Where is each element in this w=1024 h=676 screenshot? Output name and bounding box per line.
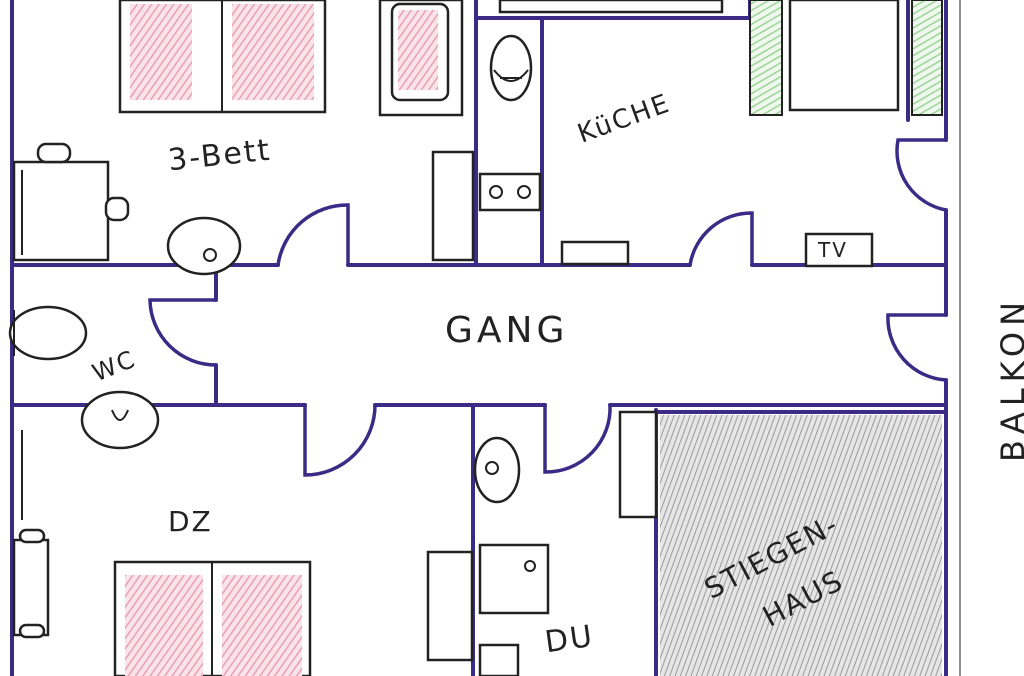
bed-dz-left xyxy=(125,575,203,676)
doors xyxy=(148,138,947,477)
plant-right xyxy=(911,0,943,116)
room-label-dz: DZ xyxy=(168,505,213,538)
tv-label: TV xyxy=(818,238,848,262)
plant-left xyxy=(749,0,783,116)
tv-stand xyxy=(804,232,874,268)
walls xyxy=(10,0,948,676)
shower-room-furniture xyxy=(473,410,658,676)
bedroom-3-furniture xyxy=(12,0,475,276)
wc-furniture xyxy=(8,305,88,361)
double-room-furniture xyxy=(12,390,474,676)
bed-pillow-right xyxy=(232,4,314,100)
room-label-gang: GANG xyxy=(445,310,569,351)
kitchen-furniture xyxy=(478,0,943,268)
stairwell-area xyxy=(660,415,942,676)
bed-pillow-left xyxy=(130,4,192,100)
room-label-balkon: BALKON xyxy=(994,295,1024,463)
room-label-du: DU xyxy=(542,618,597,661)
bed-dz-right xyxy=(222,575,302,676)
